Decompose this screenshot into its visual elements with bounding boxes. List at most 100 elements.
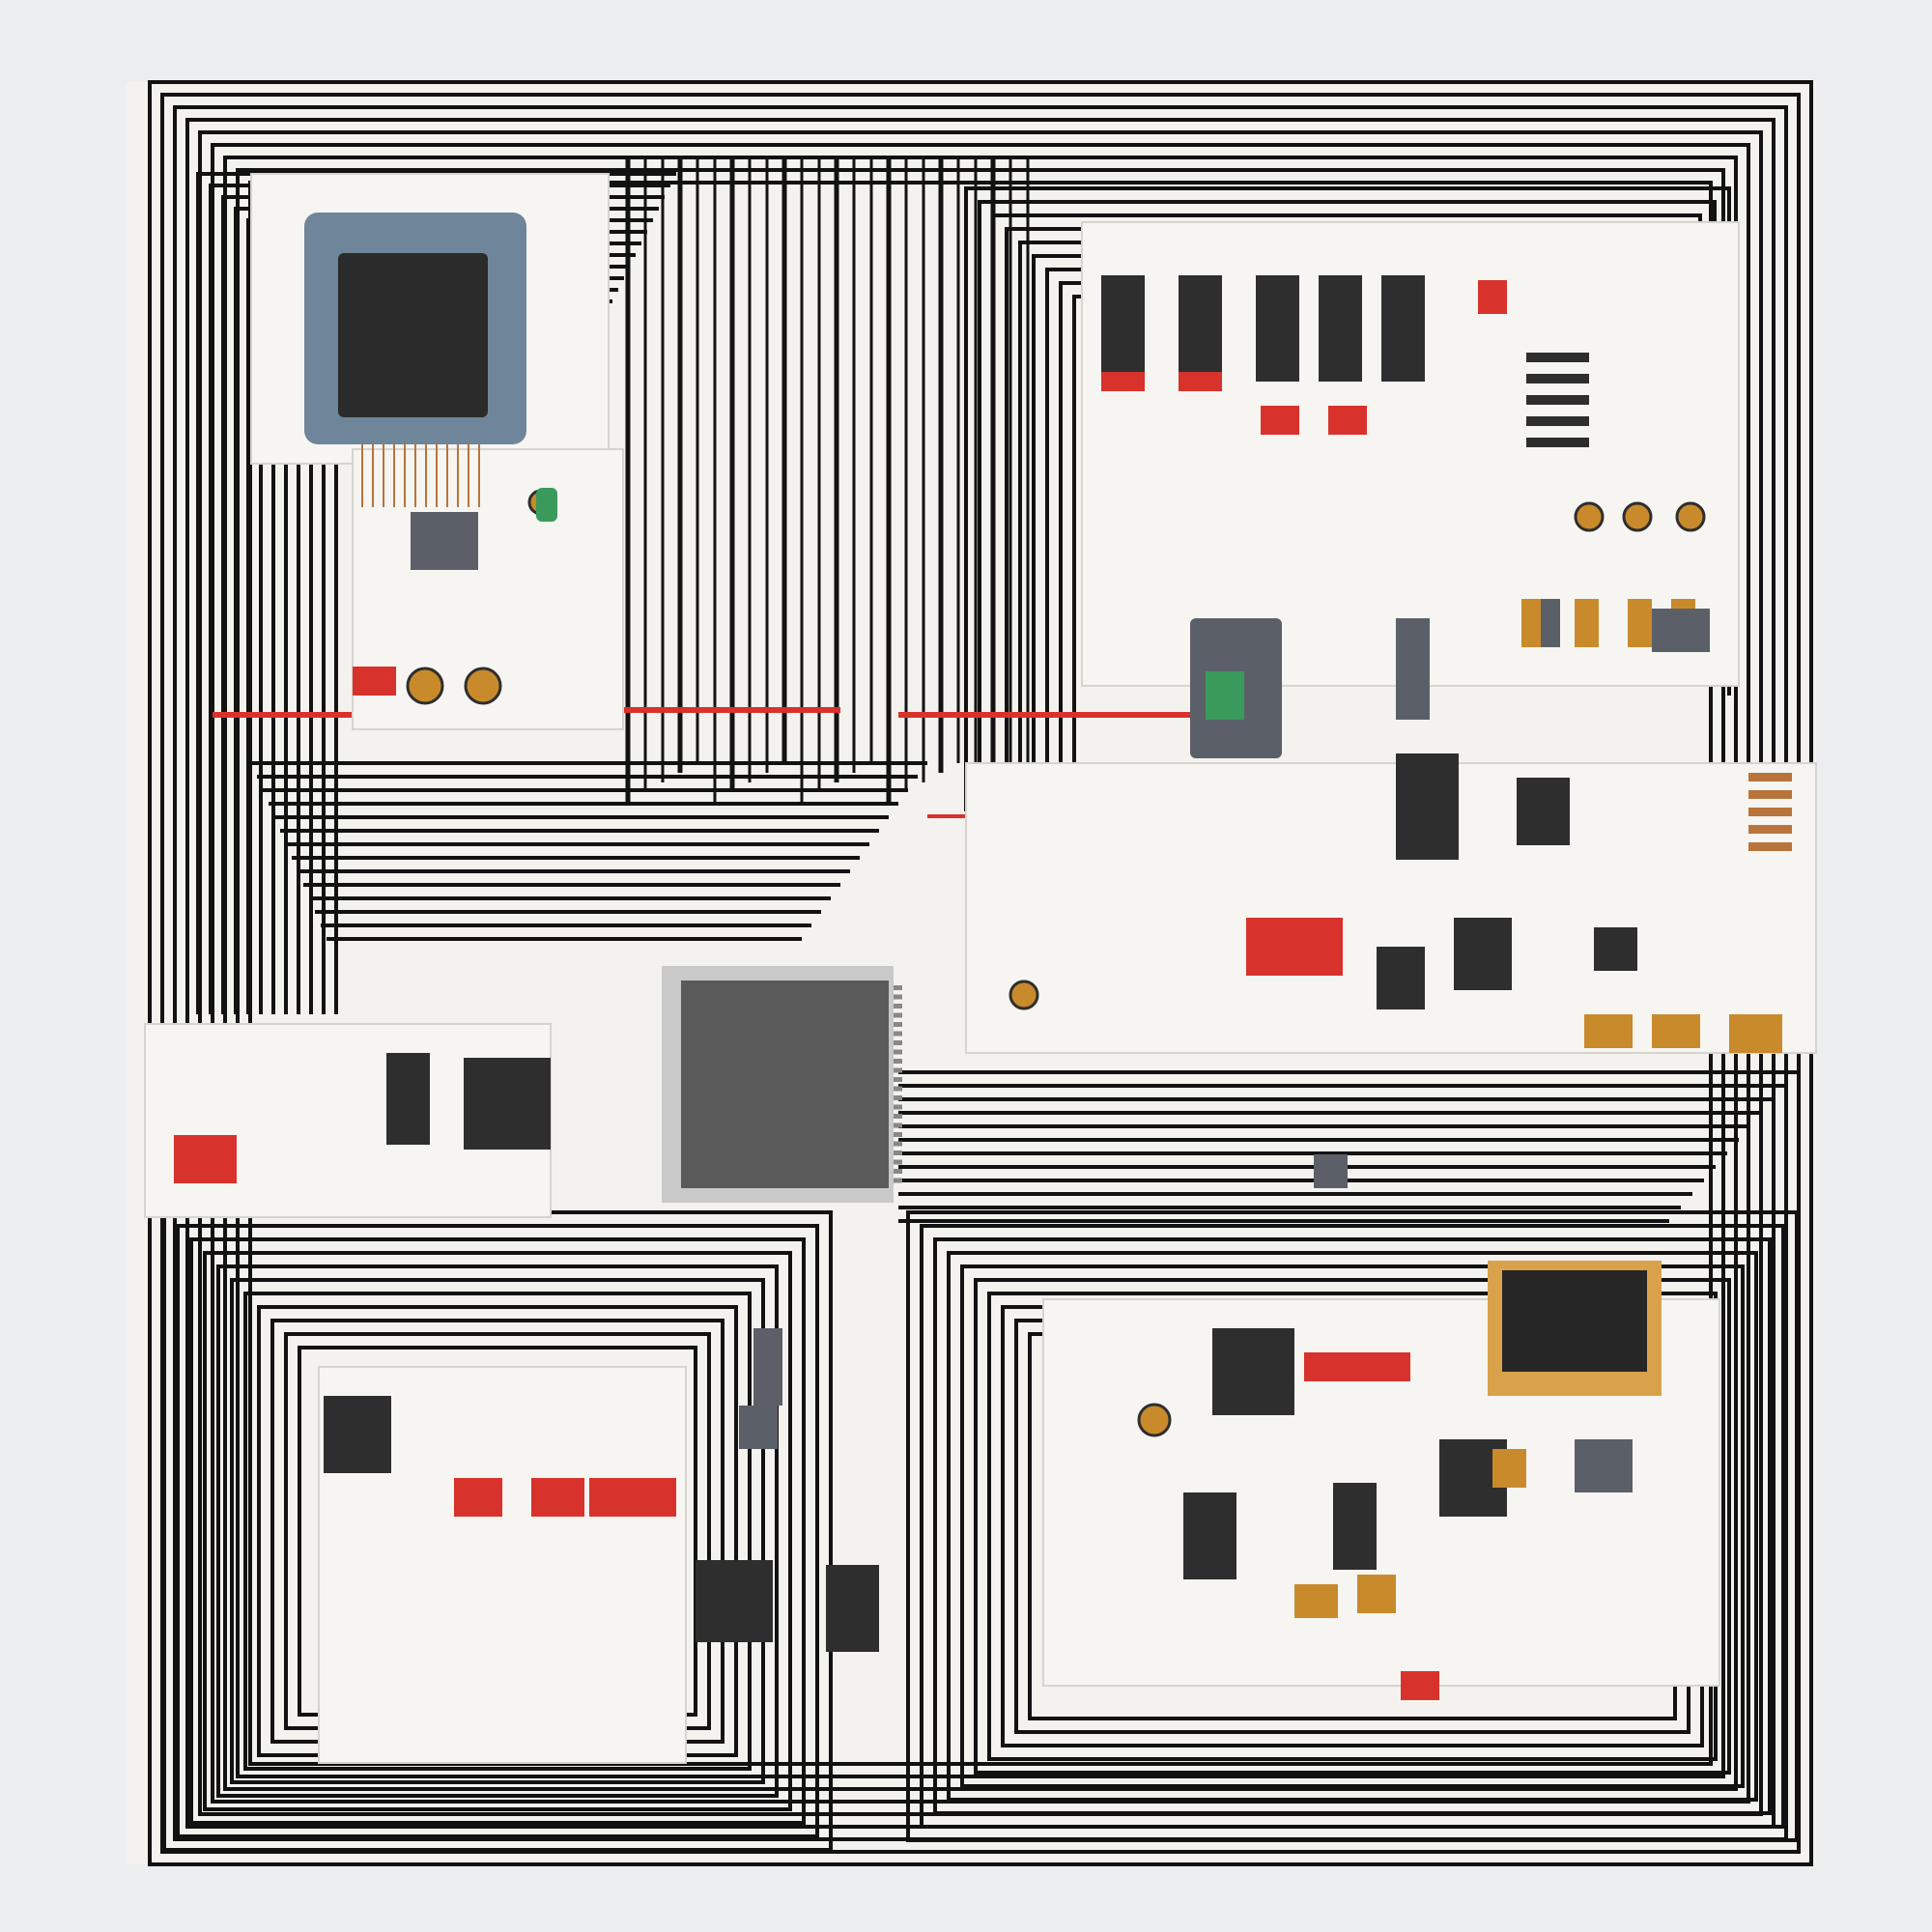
red-component [531,1478,584,1517]
ic-chip [696,1560,773,1642]
ic-chip [464,1058,551,1150]
trace-loop [162,1210,833,1852]
processor-pin [889,1151,902,1155]
amber-component [1357,1575,1396,1613]
gray-component [739,1406,778,1449]
gray-component [411,512,478,570]
resistor [1526,438,1589,447]
main-chip-label: NOSSHE [367,314,458,343]
amber-component [1575,599,1599,647]
red-component [1328,406,1367,435]
red-component [1401,1671,1439,1700]
trace-loop [284,1332,711,1730]
ic-chip [1517,778,1570,845]
red-component [1261,406,1299,435]
red-component [1101,372,1145,391]
trace-loop [176,1224,819,1838]
processor-pin [889,1004,902,1009]
gray-component [1575,1439,1633,1492]
ic-chip [1454,918,1512,990]
capacitor [1574,501,1605,532]
trace-loop [216,1264,779,1798]
red-component [1478,280,1507,314]
processor-pin [889,1132,902,1137]
amber-component [1492,1449,1526,1488]
bottom-right-chip [1488,1261,1662,1396]
trace-loop [223,156,1738,1791]
resistor [1748,790,1792,799]
red-component [589,1478,638,1517]
processor-pin [889,1095,902,1100]
trace-loop [148,80,1813,1866]
ic-chip [1101,275,1145,382]
resistor [1748,773,1792,781]
processor-pin [889,1086,902,1092]
gray-component [753,1328,782,1406]
processor-pin [889,1012,902,1018]
capacitor [406,667,444,705]
gray-component [1314,1154,1348,1188]
processor-pin [889,1122,902,1128]
trace-loop [243,1292,752,1771]
main-chip-module: NOSSHE DSSI0 D 10 [304,213,526,444]
trace-loop [230,1278,765,1784]
processor-pin [889,1104,902,1110]
ic-chip [1212,1328,1294,1415]
processor-pin [889,1022,902,1027]
capacitor [1675,501,1706,532]
processor-pin [889,1067,902,1073]
trace-loop [906,1210,1799,1842]
capacitor [1622,501,1653,532]
central-processor [662,966,894,1203]
trace-loop [189,1237,806,1825]
red-component [638,1478,676,1517]
red-component [1304,1352,1410,1381]
processor-pin [889,1040,902,1045]
trace-loop [257,1305,738,1757]
processor-pin [889,985,902,990]
gray-component [1396,618,1430,720]
capacitor [1137,1403,1172,1437]
red-component [353,667,396,696]
amber-component [1584,1014,1633,1048]
red-component [1179,372,1222,391]
ic-chip [1594,927,1637,971]
trace-loop [203,1251,792,1811]
ic-chip [1319,275,1362,382]
processor-pin [889,1031,902,1037]
trace-loop [947,1251,1758,1802]
capacitor [464,667,502,705]
trace-loop [920,1224,1785,1829]
amber-component [1652,1014,1700,1048]
ic-chip [1396,753,1459,860]
chip-body [1502,1270,1647,1372]
resistor [1526,374,1589,384]
connector-green-pad [1206,671,1244,720]
green-component [536,488,557,522]
ic-chip [1333,1483,1377,1570]
ic-chip [826,1565,879,1652]
components [144,173,1817,1764]
ic-chip [1179,275,1222,382]
red-component [1246,918,1343,976]
trace-loop [987,1292,1718,1761]
processor-chip [681,980,889,1188]
amber-component [1729,1014,1782,1053]
gray-component [1652,609,1710,652]
amber-component [1628,599,1652,647]
processor-pin [889,994,902,1000]
connector-module [1190,618,1282,758]
red-component [174,1135,237,1183]
ic-chip [1256,275,1299,382]
trace-loop [960,1264,1745,1788]
ic-chip [324,1396,391,1473]
amber-component [1294,1584,1338,1618]
resistor [1748,808,1792,816]
processor-pin [889,1114,902,1119]
processor-pin [889,1049,902,1055]
resistor [1748,825,1792,834]
processor-pin [889,1159,902,1165]
processor-pin [889,1178,902,1183]
trace-loop [933,1237,1772,1815]
